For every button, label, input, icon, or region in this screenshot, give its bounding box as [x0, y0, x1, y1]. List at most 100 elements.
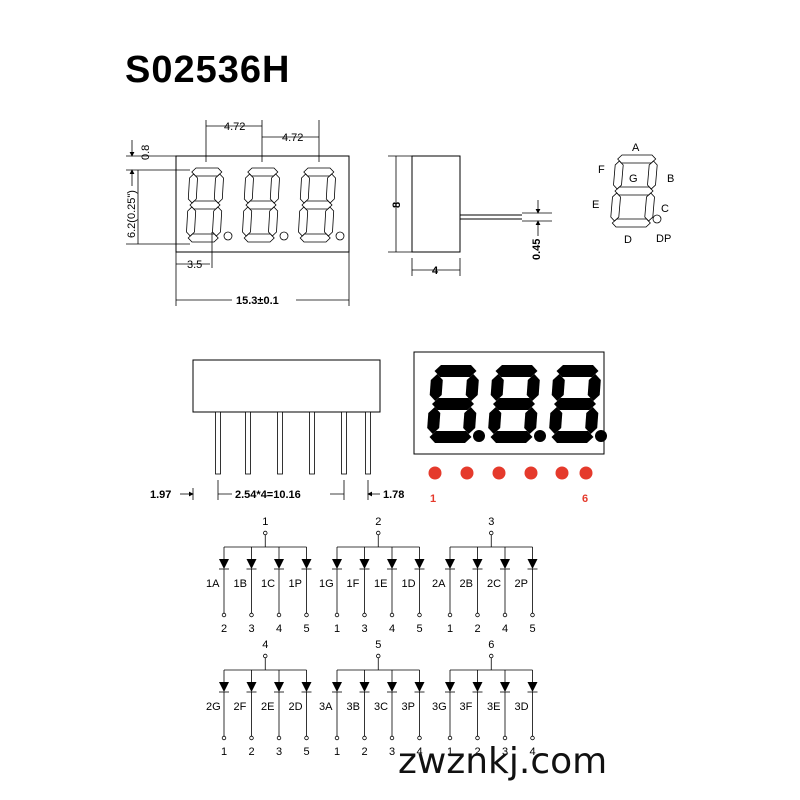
segment-label: 2E — [261, 701, 274, 713]
schematic-common-pin-label: 5 — [375, 639, 381, 651]
front-digit-3-segment-c — [324, 206, 335, 237]
diode-icon — [445, 559, 455, 569]
segment-label: 1F — [347, 578, 360, 590]
schematic-common-pin-label: 6 — [488, 639, 494, 651]
front-dp-2 — [279, 231, 289, 241]
diode-icon — [500, 682, 510, 692]
segment-label-e: E — [592, 199, 599, 211]
schematic-pin-label: 5 — [530, 623, 536, 635]
segment-label: 3B — [347, 701, 360, 713]
segment-label: 3G — [432, 701, 447, 713]
schematic-pin-node — [249, 612, 254, 618]
display-digit-1-segment-d — [429, 431, 472, 443]
segment-legend: A B C D E F G DP — [592, 142, 674, 246]
pin-label-last: 6 — [582, 493, 588, 505]
display-digit-2-segment-b — [526, 374, 540, 401]
display-digit-3-segment-g — [554, 398, 596, 410]
front-digit-2-segment-c — [268, 206, 279, 237]
schematic-common-pin-label: 4 — [262, 639, 268, 651]
diode-icon — [500, 559, 510, 569]
schematic-pin-node — [447, 612, 453, 618]
diode-icon — [387, 559, 397, 569]
segment-label: 1G — [319, 578, 334, 590]
display-digit-2-segment-f — [490, 374, 504, 401]
schematic-pin-label: 2 — [249, 746, 255, 758]
part-number-title: S02536H — [125, 49, 290, 91]
schematic-pin-label: 2 — [475, 746, 481, 758]
pin-dots — [428, 466, 593, 480]
front-digit-1-segment-d — [187, 233, 219, 243]
segment-label: 2P — [515, 578, 528, 590]
display-digit-1-segment-b — [465, 374, 479, 401]
schematic-common-node — [376, 653, 381, 659]
front-digit-1-segment-f — [187, 173, 198, 204]
front-digit-1-segment-a — [191, 167, 223, 177]
schematic-pin-label: 1 — [447, 746, 453, 758]
pin-legs — [215, 411, 371, 475]
schematic-pin-node — [334, 612, 340, 618]
diode-icon — [246, 559, 257, 569]
segment-label: 2A — [432, 578, 446, 590]
dim-pin-span: 2.54*4=10.16 — [235, 489, 301, 501]
schematic-pin-node — [417, 612, 422, 618]
dim-pin-thickness: 0.45 — [531, 239, 543, 260]
schematic-pin-node — [276, 612, 282, 618]
diode-icon — [359, 559, 370, 569]
schematic-common-node — [376, 530, 381, 536]
display-digit-3-segment-b — [587, 374, 601, 401]
legend-segment-g — [614, 186, 654, 196]
display-body-outline — [413, 351, 605, 455]
segment-label: 1A — [206, 578, 220, 590]
display-digit-1-segment-c — [463, 407, 477, 434]
schematic-pin-label: 4 — [276, 623, 282, 635]
segment-label-c: C — [661, 203, 669, 215]
dim-top-offset: 0.8 — [140, 145, 152, 160]
diode-icon — [414, 559, 425, 569]
segment-label-g: G — [629, 173, 638, 185]
pin-dot-3 — [492, 466, 506, 480]
pin-dot-6 — [579, 466, 593, 480]
front-digit-3-segment-a — [303, 167, 335, 177]
front-digit-1-segment-b — [213, 173, 224, 204]
front-digit-2-segment-f — [243, 173, 254, 204]
segment-label: 1B — [234, 578, 247, 590]
front-digit-3-segment-d — [299, 233, 331, 243]
schematic-pin-label: 5 — [304, 623, 310, 635]
legend-segment-b — [647, 160, 658, 190]
dim-side-height: 8 — [391, 202, 403, 208]
schematic-pin-label: 2 — [475, 623, 481, 635]
dim-digit-height: 6.2(0.25") — [126, 190, 138, 238]
schematic-common-node — [263, 530, 268, 536]
segment-label: 2B — [460, 578, 473, 590]
display-digit-3-segment-e — [549, 407, 563, 434]
schematic-pin-label: 3 — [389, 746, 395, 758]
segment-label: 2G — [206, 701, 221, 713]
side-view: 8 4 0.45 — [388, 155, 552, 277]
diode-icon — [472, 559, 483, 569]
pin-view-body — [192, 359, 381, 413]
display-digits — [427, 365, 607, 443]
front-digit-2-segment-d — [243, 233, 275, 243]
segment-label-d: D — [624, 234, 632, 246]
display-digit-2-segment-e — [488, 407, 502, 434]
schematic-pin-node — [389, 735, 395, 741]
segment-label: 1E — [374, 578, 387, 590]
diode-icon — [219, 682, 229, 692]
schematic-pin-node — [447, 735, 453, 741]
diode-icon — [301, 682, 312, 692]
dim-side-depth: 4 — [432, 265, 439, 277]
diode-icon — [332, 559, 342, 569]
dim-label-bg — [232, 486, 330, 500]
front-digit-2-segment-a — [247, 167, 279, 177]
pin-leg-6 — [365, 411, 371, 475]
pin-leg-4 — [309, 411, 315, 475]
schematic-pin-node — [304, 612, 309, 618]
segment-label-f: F — [598, 164, 605, 176]
segment-label: 2C — [487, 578, 501, 590]
dim-pin-edge-right: 1.78 — [383, 489, 404, 501]
pin-leg-3 — [277, 411, 283, 475]
display-digit-3-segment-f — [551, 374, 565, 401]
dim-label-bg — [232, 292, 296, 306]
